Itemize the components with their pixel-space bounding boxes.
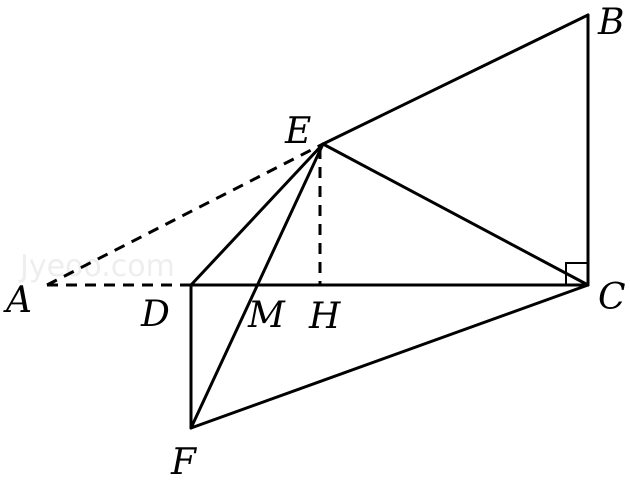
watermark-text: Jyeoo.com xyxy=(18,249,175,284)
label-point-H: H xyxy=(308,296,341,337)
segment-EC xyxy=(321,142,590,287)
segment-FC xyxy=(189,283,590,430)
right-angle-mark-C xyxy=(565,262,588,285)
label-point-A: A xyxy=(3,280,32,321)
label-point-F: F xyxy=(170,442,198,481)
label-point-E: E xyxy=(284,111,311,152)
segment-AE xyxy=(46,142,324,287)
segment-DE xyxy=(189,142,325,287)
label-point-B: B xyxy=(597,2,624,43)
label-point-C: C xyxy=(598,277,626,318)
label-point-M: M xyxy=(247,295,286,336)
segment-EB xyxy=(321,13,590,146)
label-point-D: D xyxy=(140,294,170,335)
